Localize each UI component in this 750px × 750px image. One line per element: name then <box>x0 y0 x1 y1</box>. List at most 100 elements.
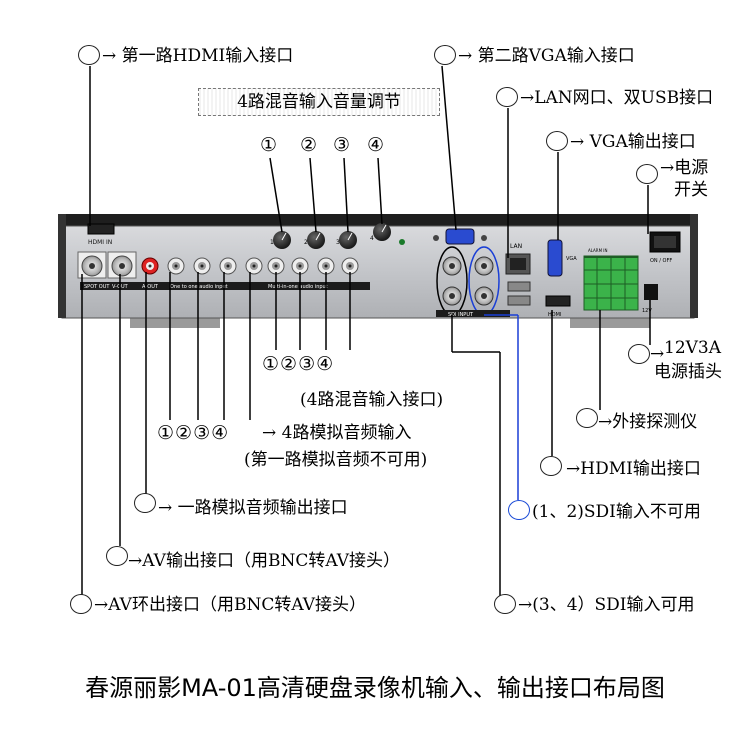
label-probe: →外接探测仪 <box>598 412 698 432</box>
callout-circle-probe <box>576 408 598 428</box>
rca-multi-4 <box>341 257 359 275</box>
bnc-spot-out <box>77 251 107 279</box>
rca-multi-1 <box>267 257 285 275</box>
knob-3 <box>339 231 357 249</box>
power-switch-rocker <box>654 236 676 248</box>
chassis-top <box>58 214 698 228</box>
lan-text: LAN <box>510 243 522 250</box>
label-av-loop: →AV环出接口（用BNC转AV接头） <box>94 595 367 615</box>
label-mix-input: (4路混音输入接口) <box>300 390 444 410</box>
panel-foot-left <box>130 318 220 328</box>
callout-circle-lan <box>496 87 518 107</box>
audio-label-band <box>80 282 370 290</box>
label-hdmi-out: →HDMI输出接口 <box>566 459 701 479</box>
label-vga-in-2: → 第二路VGA输入接口 <box>458 46 635 66</box>
label-power-switch-1: →电源 <box>660 158 709 178</box>
sdi-input-text: SDI INPUT <box>448 312 474 318</box>
rca-multi-2 <box>291 257 309 275</box>
dc12v-text: 12V <box>642 308 652 314</box>
on-off-text: ON / OFF <box>650 258 672 264</box>
hdmi-out-text: HDMI <box>548 312 561 318</box>
sdi-label-band <box>436 310 510 317</box>
knob-2-text: 2 <box>304 239 308 246</box>
bnc-v-out <box>107 251 137 279</box>
a-out-text: A-OUT <box>142 284 159 290</box>
knob-number-3: ③ <box>333 134 352 156</box>
knob-1 <box>273 231 291 249</box>
callout-circle-power-plug <box>628 344 650 364</box>
knob-1-text: 1 <box>270 239 274 246</box>
label-sdi-12: (1、2)SDI输入不可用 <box>532 502 701 522</box>
analog-numbers: ①②③④ <box>157 422 230 444</box>
callout-circle-sdi-34 <box>494 594 516 614</box>
one-to-one-text: One to one audio input <box>170 284 228 290</box>
label-sdi-34: →(3、4）SDI输入可用 <box>518 595 695 615</box>
callout-circle-hdmi-out <box>540 456 562 476</box>
callout-circle-audio-out <box>134 493 156 513</box>
knob-2 <box>307 231 325 249</box>
callout-circle-av-out <box>106 546 128 566</box>
label-hdmi-in-1: → 第一路HDMI输入接口 <box>102 46 294 66</box>
label-audio-out: → 一路模拟音频输出接口 <box>158 498 348 518</box>
rca-one-to-one-2 <box>193 257 211 275</box>
mix-adjust-title: 4路混音输入音量调节 <box>198 88 440 116</box>
dc-jack <box>644 284 658 300</box>
leader-knob-1 <box>269 157 283 233</box>
rca-one-to-one-1 <box>167 257 185 275</box>
bnc-sdi-3 <box>474 256 494 276</box>
bnc-sdi-2 <box>442 286 462 306</box>
knob-3-text: 3 <box>336 239 340 246</box>
knob-number-4: ④ <box>367 134 386 156</box>
label-power-plug-2: 电源插头 <box>654 362 722 382</box>
rca-multi-3 <box>317 257 335 275</box>
callout-circle-sdi-12 <box>508 500 530 520</box>
label-vga-out: → VGA输出接口 <box>570 132 696 152</box>
chassis-right-edge <box>690 214 698 318</box>
callout-circle-vga-in <box>434 45 456 65</box>
label-analog-in-1: → 4路模拟音频输入 <box>262 423 412 443</box>
hdmi-in-text: HDMI IN <box>88 239 112 246</box>
rca-one-to-one-3 <box>219 257 237 275</box>
spot-out-text: SPOT OUT <box>84 284 110 290</box>
callout-circle-hdmi-in <box>78 45 100 65</box>
leader-lines-blue <box>484 314 519 500</box>
knob-4-text: 4 <box>370 235 374 242</box>
leader-vga-in <box>441 65 457 231</box>
knob-number-2: ② <box>300 134 319 156</box>
label-power-switch-2: 开关 <box>674 180 708 200</box>
vga-in-port <box>433 228 487 245</box>
chassis-left-edge <box>58 214 66 318</box>
leader-knob-3 <box>343 157 349 233</box>
bnc-sdi-1 <box>442 256 462 276</box>
callout-circle-av-loop <box>70 594 92 614</box>
leader-knob-2 <box>309 157 317 233</box>
knob-number-1: ① <box>260 134 279 156</box>
label-power-plug-1: 12V3A <box>664 338 722 358</box>
callout-circle-vga-out <box>546 131 568 151</box>
callout-circle-power-switch <box>636 164 658 184</box>
label-av-out: →AV输出接口（用BNC转AV接头） <box>128 551 401 571</box>
usb-port-1 <box>507 281 531 292</box>
panel-foot-right <box>570 318 650 328</box>
vga-out-text: VGA <box>566 256 577 262</box>
leader-lines <box>81 65 651 596</box>
usb-port-2 <box>507 295 531 306</box>
label-analog-in-2: (第一路模拟音频不可用) <box>244 450 428 470</box>
mix-numbers: ①②③④ <box>262 353 335 375</box>
vga-out-port <box>547 239 563 277</box>
knob-4 <box>373 223 391 241</box>
alarm-in-text: ALARM IN <box>588 248 607 253</box>
power-led <box>399 239 405 245</box>
multi-in-one-text: Multi-in-one audio input <box>268 284 328 290</box>
hdmi-out-port <box>545 295 571 307</box>
arrow-power-plug: → <box>650 344 665 364</box>
label-lan-usb: →LAN网口、双USB接口 <box>520 88 714 108</box>
diagram-caption: 春源丽影MA-01高清硬盘录像机输入、输出接口布局图 <box>85 674 665 702</box>
hdmi-in-port <box>87 223 115 235</box>
lan-port-inner <box>510 258 526 270</box>
rca-a-out <box>141 257 159 275</box>
leader-knob-4 <box>377 157 383 225</box>
bnc-sdi-4 <box>474 286 494 306</box>
